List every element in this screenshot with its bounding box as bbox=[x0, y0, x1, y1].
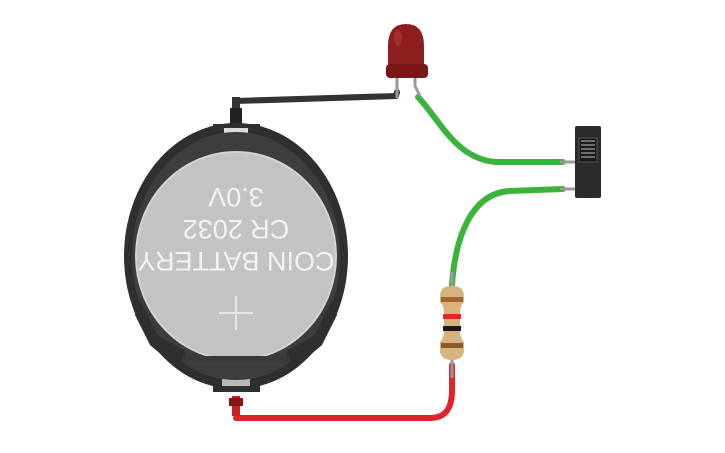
resistor[interactable] bbox=[440, 272, 464, 378]
led[interactable] bbox=[386, 24, 428, 98]
resistor-band-3 bbox=[443, 326, 461, 331]
resistor-band-4 bbox=[441, 343, 463, 348]
resistor-band-2 bbox=[443, 314, 461, 319]
resistor-band-1 bbox=[441, 297, 463, 302]
slide-switch[interactable] bbox=[560, 126, 601, 198]
plus-icon bbox=[219, 296, 253, 330]
battery-label-line2: CR 2032 bbox=[183, 214, 290, 244]
coin-cell bbox=[136, 152, 336, 360]
battery-label-line3: 3.0V bbox=[208, 182, 264, 212]
battery-label-line1: COIN BATTERY bbox=[137, 246, 334, 276]
green-wire-led-to-switch[interactable] bbox=[415, 94, 566, 165]
red-wire[interactable] bbox=[233, 362, 455, 421]
coin-battery-holder[interactable]: COIN BATTERY CR 2032 3.0V bbox=[124, 97, 348, 416]
green-wire-switch-to-resistor[interactable] bbox=[449, 186, 566, 288]
black-wire[interactable] bbox=[233, 89, 400, 104]
